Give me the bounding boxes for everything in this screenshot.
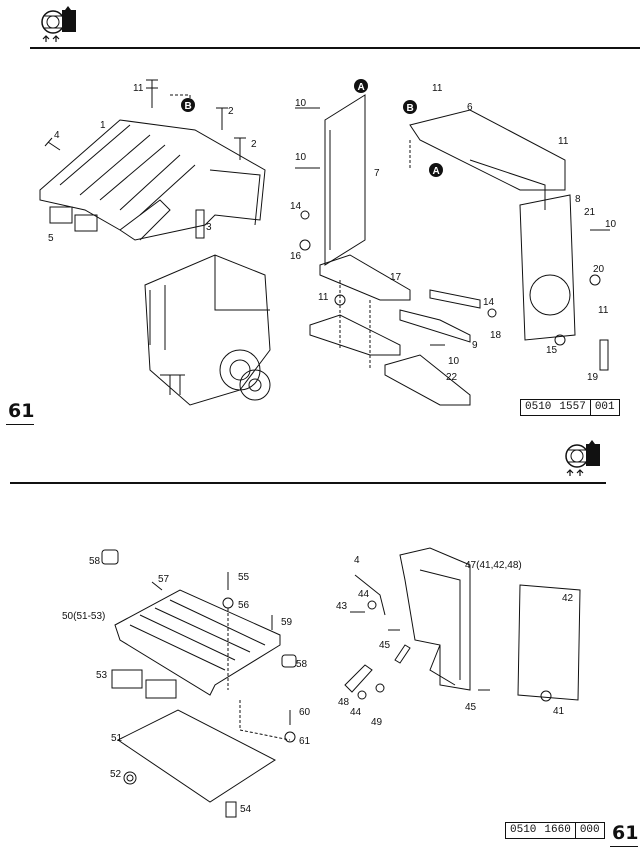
top-part-labels: 1 2 2 3 4 5 6 7 8 9 10 10 10 10 11 11 11…	[48, 83, 617, 383]
label-11a: 11	[133, 83, 144, 94]
label-41: 41	[553, 706, 565, 717]
label-42: 42	[562, 593, 574, 604]
ref-top-part2: 1557	[559, 401, 586, 413]
label-45a: 45	[379, 640, 391, 651]
label-56: 56	[238, 600, 250, 611]
label-43: 43	[336, 601, 348, 612]
label-16: 16	[290, 251, 302, 262]
label-44b: 44	[350, 707, 362, 718]
ref-top-part3: 001	[589, 400, 619, 415]
label-3: 3	[206, 222, 212, 233]
label-19: 19	[587, 372, 599, 383]
reference-box-bottom: 0510 1660 000	[505, 822, 605, 839]
label-17: 17	[390, 272, 402, 283]
label-45b: 45	[465, 702, 477, 713]
engine-manual-icon	[38, 6, 78, 44]
bottom-header-rule	[10, 482, 606, 484]
label-14b: 14	[483, 297, 495, 308]
label-10d: 10	[448, 356, 460, 367]
page-number-top: 61	[8, 400, 35, 422]
label-52: 52	[110, 769, 122, 780]
label-50: 50(51-53)	[62, 611, 105, 622]
label-44a: 44	[358, 589, 370, 600]
label-58a: 58	[89, 556, 101, 567]
label-10c: 10	[605, 219, 617, 230]
top-exploded-diagram: A B B A 1 2 2 3 4 5 6 7 8 9 10 10 10 10 …	[39, 79, 617, 406]
label-11d: 11	[318, 292, 329, 303]
label-53: 53	[96, 670, 108, 681]
bottom-exploded-diagram: 58 57 55 56 59 50(51-53) 53 58 60 61 51 …	[62, 547, 581, 818]
label-4: 4	[54, 130, 60, 141]
label-2a: 2	[228, 106, 234, 117]
label-2b: 2	[251, 139, 257, 150]
label-22: 22	[446, 372, 458, 383]
page-number-underline-top	[6, 424, 34, 425]
label-49: 49	[371, 717, 383, 728]
marker-b-1: B	[185, 101, 192, 112]
label-10a: 10	[295, 98, 307, 109]
page-number-underline-bottom	[610, 846, 638, 847]
label-51: 51	[111, 733, 123, 744]
label-6: 6	[467, 102, 473, 113]
marker-a-2: A	[433, 166, 440, 177]
label-57: 57	[158, 574, 170, 585]
label-8: 8	[575, 194, 581, 205]
label-47: 47(41,42,48)	[465, 560, 522, 571]
page-number-bottom: 61	[612, 822, 639, 844]
label-59: 59	[281, 617, 293, 628]
label-10b: 10	[295, 152, 307, 163]
ref-bottom-part3: 000	[574, 823, 604, 838]
ref-top-part1: 0510	[525, 401, 552, 413]
label-48: 48	[338, 697, 350, 708]
label-7: 7	[374, 168, 380, 179]
label-5: 5	[48, 233, 54, 244]
label-15: 15	[546, 345, 558, 356]
label-11e: 11	[598, 305, 609, 316]
label-20: 20	[593, 264, 605, 275]
label-1: 1	[100, 120, 106, 131]
label-4b: 4	[354, 555, 360, 566]
marker-a-1: A	[358, 82, 365, 93]
label-9: 9	[472, 340, 478, 351]
label-61: 61	[299, 736, 311, 747]
label-11c: 11	[558, 136, 569, 147]
label-54: 54	[240, 804, 252, 815]
label-18: 18	[490, 330, 502, 341]
label-60: 60	[299, 707, 311, 718]
label-14a: 14	[290, 201, 302, 212]
ref-bottom-part2: 1660	[544, 824, 571, 836]
label-58b: 58	[296, 659, 308, 670]
ref-bottom-part1: 0510	[510, 824, 537, 836]
reference-box-top: 0510 1557 001	[520, 399, 620, 416]
label-11b: 11	[432, 83, 443, 94]
top-header-rule	[30, 47, 640, 49]
marker-b-2: B	[407, 103, 414, 114]
label-55: 55	[238, 572, 250, 583]
label-21: 21	[584, 207, 596, 218]
diagram-markers: A B B A	[181, 79, 443, 177]
engine-manual-icon-bottom	[562, 440, 602, 478]
bottom-part-labels: 58 57 55 56 59 50(51-53) 53 58 60 61 51 …	[62, 555, 574, 815]
